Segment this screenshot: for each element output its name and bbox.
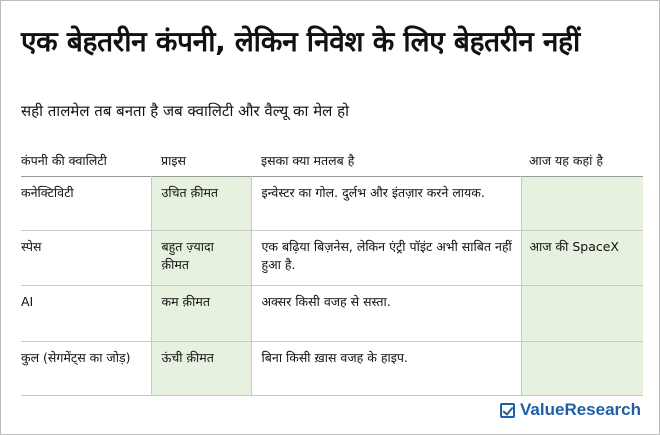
cell-meaning: एक बढ़िया बिज़नेस, लेकिन एंट्री पॉइंट अभ… <box>250 230 521 286</box>
cell-today <box>520 341 643 396</box>
cell-today <box>520 285 643 342</box>
cell-price: कम क़ीमत <box>150 285 251 342</box>
cell-meaning: बिना किसी ख़ास वजह के हाइप. <box>250 341 521 396</box>
cell-quality: स्पेस <box>21 239 42 254</box>
header-today: आज यह कहां है <box>529 153 603 168</box>
page-subtitle: सही तालमेल तब बनता है जब क्वालिटी और वैल… <box>21 102 349 120</box>
table-row: AI कम क़ीमत अक्सर किसी वजह से सस्ता. <box>21 285 643 342</box>
table-header-row: कंपनी की क्वालिटी प्राइस इसका क्या मतलब … <box>21 147 643 177</box>
cell-quality: कुल (सेगमेंट्स का जोड़) <box>21 350 131 365</box>
table-row: कुल (सेगमेंट्स का जोड़) ऊंची क़ीमत बिना … <box>21 341 643 396</box>
value-research-logo: ValueResearch <box>500 400 641 420</box>
cell-quality: AI <box>21 294 34 309</box>
cell-meaning: इन्वेस्टर का गोल. दुर्लभ और इंतज़ार करने… <box>250 176 521 231</box>
cell-price: ऊंची क़ीमत <box>150 341 251 396</box>
cell-price: बहुत ज़्यादा क़ीमत <box>150 230 251 286</box>
cell-today: आज की SpaceX <box>520 230 643 286</box>
page-title: एक बेहतरीन कंपनी, लेकिन निवेश के लिए बेह… <box>21 25 580 58</box>
cell-quality: कनेक्टिविटी <box>21 185 74 200</box>
table-row: स्पेस बहुत ज़्यादा क़ीमत एक बढ़िया बिज़न… <box>21 230 643 286</box>
header-quality: कंपनी की क्वालिटी <box>21 153 107 168</box>
cell-today <box>520 176 643 231</box>
cell-meaning: अक्सर किसी वजह से सस्ता. <box>250 285 521 342</box>
cell-price: उचित क़ीमत <box>150 176 251 231</box>
quality-price-table: कंपनी की क्वालिटी प्राइस इसका क्या मतलब … <box>21 147 643 396</box>
check-box-icon <box>500 402 516 418</box>
logo-text: ValueResearch <box>520 400 641 419</box>
table-row: कनेक्टिविटी उचित क़ीमत इन्वेस्टर का गोल.… <box>21 176 643 231</box>
header-price: प्राइस <box>161 153 186 168</box>
header-meaning: इसका क्या मतलब है <box>261 153 355 168</box>
